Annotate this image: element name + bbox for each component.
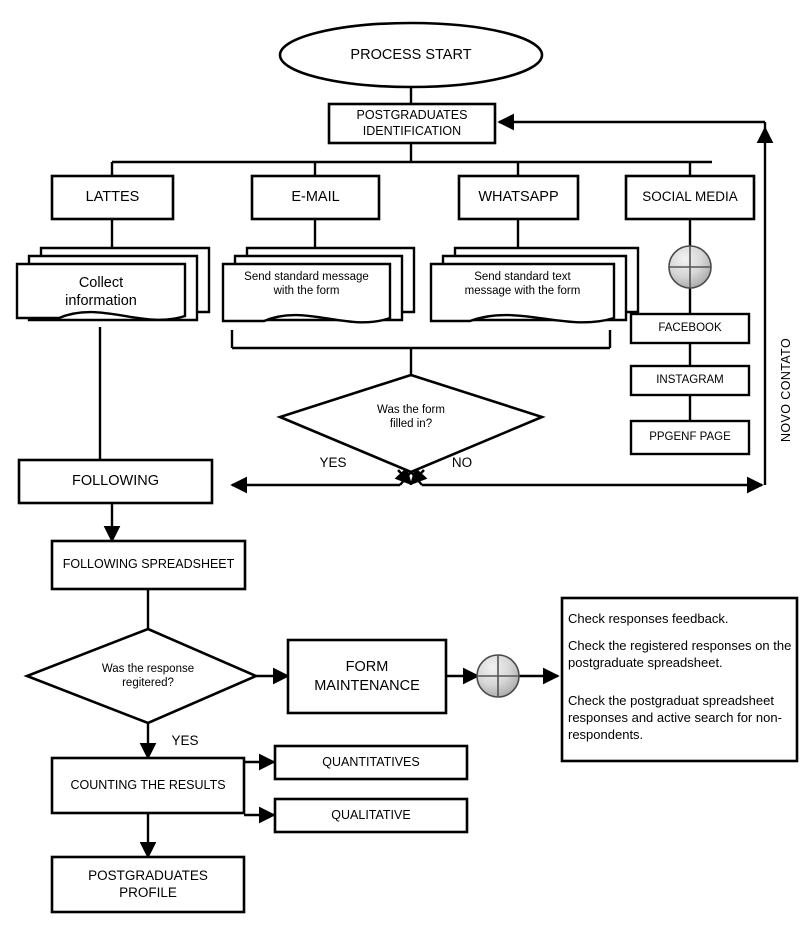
- note-line-2: Check the registered responses on the po…: [568, 638, 792, 670]
- node-decision-form-filled[interactable]: [276, 373, 546, 474]
- node-facebook[interactable]: [629, 312, 751, 345]
- node-whatsapp[interactable]: [457, 174, 580, 221]
- node-counting-the-results[interactable]: [50, 756, 246, 815]
- node-postgraduates-profile[interactable]: [50, 855, 246, 914]
- node-quantitatives[interactable]: [273, 744, 469, 781]
- node-process-start[interactable]: [278, 21, 544, 89]
- node-form-maintenance[interactable]: [286, 638, 448, 715]
- node-lattes[interactable]: [50, 174, 175, 221]
- connector-circle-social-media[interactable]: [668, 245, 712, 289]
- node-qualitative[interactable]: [273, 797, 469, 834]
- node-social-media[interactable]: [624, 174, 756, 221]
- node-following-spreadsheet[interactable]: [50, 539, 247, 591]
- node-instagram[interactable]: [629, 364, 751, 397]
- note-line-3: Check the postgraduat spreadsheet respon…: [568, 693, 782, 742]
- connector-lines: [98, 80, 774, 859]
- node-note-box[interactable]: [560, 596, 799, 763]
- node-send-standard-message-stack[interactable]: [221, 246, 416, 324]
- node-following[interactable]: [17, 458, 214, 505]
- connector-circle-form-maintenance[interactable]: [476, 654, 520, 698]
- node-postgraduates-identification[interactable]: [327, 102, 497, 145]
- note-line-1: Check responses feedback.: [568, 611, 729, 626]
- node-decision-response-registered[interactable]: [23, 627, 260, 725]
- node-collect-information-stack[interactable]: [15, 246, 211, 322]
- node-email[interactable]: [250, 174, 381, 221]
- node-ppgenf-page[interactable]: [629, 419, 751, 456]
- node-send-standard-text-stack[interactable]: [429, 246, 640, 324]
- label-novo-contato: NOVO CONTATO: [779, 337, 793, 442]
